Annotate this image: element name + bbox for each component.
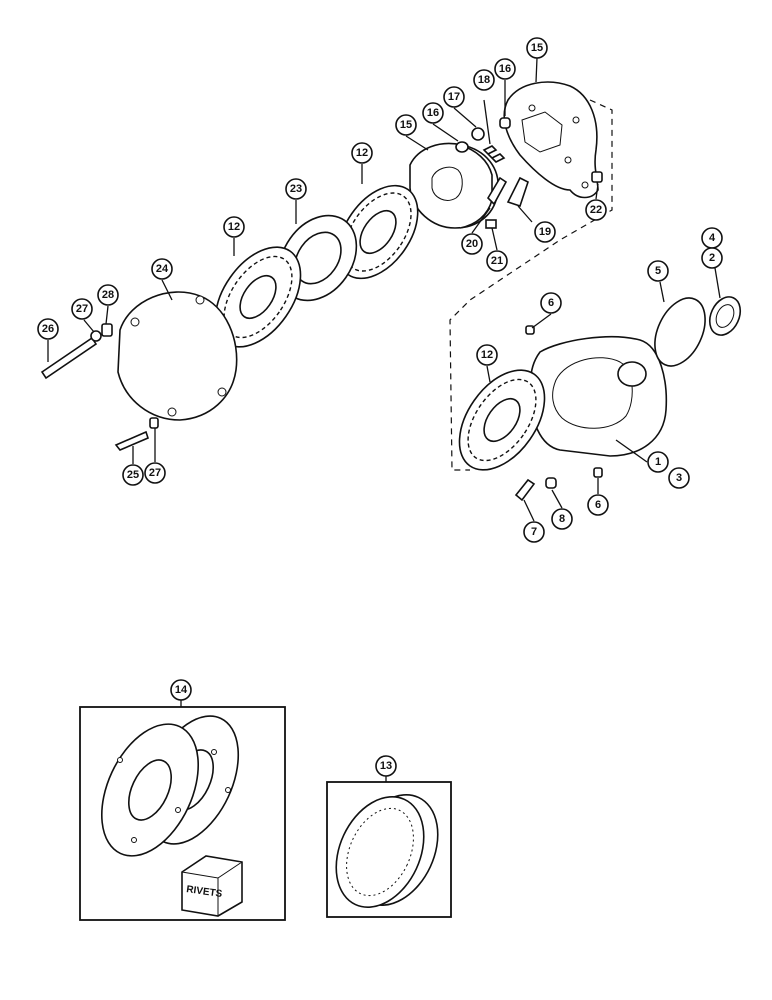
svg-text:2: 2: [709, 252, 715, 264]
ball-17: [471, 127, 485, 141]
brake-housing: [529, 335, 668, 457]
callout-4: 4: [701, 227, 723, 249]
svg-text:6: 6: [548, 297, 554, 309]
svg-text:28: 28: [102, 289, 114, 301]
callout-16a: 16: [422, 102, 444, 124]
svg-text:16: 16: [499, 63, 511, 75]
svg-text:5: 5: [655, 265, 661, 277]
svg-text:24: 24: [156, 263, 169, 275]
inset-lining-kit: 14 RIVETS: [79, 679, 286, 921]
callout-19: 19: [534, 221, 556, 243]
callout-15b: 15: [395, 114, 417, 136]
callout-2: 2: [701, 247, 723, 269]
callout-25: 25: [122, 464, 144, 486]
svg-text:1: 1: [655, 456, 661, 468]
callout-23: 23: [285, 178, 307, 200]
actuator-plate-inner: [409, 142, 499, 229]
callout-24: 24: [151, 258, 173, 280]
svg-text:16: 16: [427, 107, 439, 119]
svg-text:12: 12: [228, 221, 240, 233]
svg-text:20: 20: [466, 238, 478, 250]
callout-13: 13: [375, 755, 397, 777]
callout-12c: 12: [476, 344, 498, 366]
svg-text:17: 17: [448, 91, 460, 103]
callout-17: 17: [443, 86, 465, 108]
callout-3: 3: [668, 467, 690, 489]
nut-27b: [149, 417, 159, 429]
washer-8: [545, 477, 557, 489]
bolt-7: [514, 478, 536, 502]
callout-16b: 16: [494, 58, 516, 80]
bolt-21: [485, 219, 497, 229]
leader-lines: [47, 57, 721, 522]
svg-text:19: 19: [539, 226, 551, 238]
callout-15a: 15: [526, 37, 548, 59]
washer-27a: [90, 330, 102, 342]
bolt-26: [40, 336, 98, 380]
callout-6a: 6: [540, 292, 562, 314]
svg-text:22: 22: [590, 204, 602, 216]
nut-28: [101, 323, 113, 337]
rivets-label: RIVETS: [186, 884, 224, 900]
brake-disc-12-middle: [214, 246, 302, 348]
actuator-plate-outer: [503, 81, 599, 199]
svg-text:12: 12: [356, 147, 368, 159]
svg-text:6: 6: [595, 499, 601, 511]
svg-text:27: 27: [76, 303, 88, 315]
callout-26: 26: [37, 318, 59, 340]
callout-22: 22: [585, 199, 607, 221]
callout-14: 14: [170, 679, 192, 701]
bolt-25: [114, 430, 149, 451]
svg-text:15: 15: [531, 42, 543, 54]
svg-text:7: 7: [531, 526, 537, 538]
svg-text:8: 8: [559, 513, 565, 525]
brake-disc-12-lower: [458, 369, 546, 471]
svg-text:15: 15: [400, 119, 412, 131]
callout-27b: 27: [144, 462, 166, 484]
callout-12b: 12: [223, 216, 245, 238]
link-19: [506, 176, 529, 208]
brake-disc-12-top: [337, 184, 419, 280]
o-ring-5: [654, 297, 706, 367]
plug-6b: [593, 467, 603, 478]
callout-27a: 27: [71, 298, 93, 320]
svg-text:26: 26: [42, 323, 54, 335]
svg-text:27: 27: [149, 467, 161, 479]
callout-1: 1: [647, 451, 669, 473]
svg-text:21: 21: [491, 255, 503, 267]
callout-8: 8: [551, 508, 573, 530]
svg-text:4: 4: [709, 232, 716, 244]
assembly-dashed-outline: [449, 99, 613, 471]
callout-18: 18: [473, 69, 495, 91]
svg-text:18: 18: [478, 74, 490, 86]
svg-text:23: 23: [290, 183, 302, 195]
link-20: [486, 176, 508, 206]
callout-21: 21: [486, 250, 508, 272]
svg-text:13: 13: [380, 760, 392, 772]
callout-5: 5: [647, 260, 669, 282]
svg-text:12: 12: [481, 349, 493, 361]
callout-6b: 6: [587, 494, 609, 516]
svg-text:3: 3: [676, 472, 682, 484]
spring-18: [482, 145, 506, 163]
rivets-box: RIVETS: [181, 855, 243, 917]
ball-16b: [499, 117, 511, 129]
ball-16a: [455, 141, 469, 153]
callout-7: 7: [523, 521, 545, 543]
svg-text:14: 14: [175, 684, 188, 696]
callout-20: 20: [461, 233, 483, 255]
callout-12a: 12: [351, 142, 373, 164]
brake-cover-24: [117, 291, 238, 421]
inset-disc-assembly: 13: [326, 755, 452, 918]
callout-28: 28: [97, 284, 119, 306]
svg-text:25: 25: [127, 469, 139, 481]
nut-22: [591, 171, 603, 183]
